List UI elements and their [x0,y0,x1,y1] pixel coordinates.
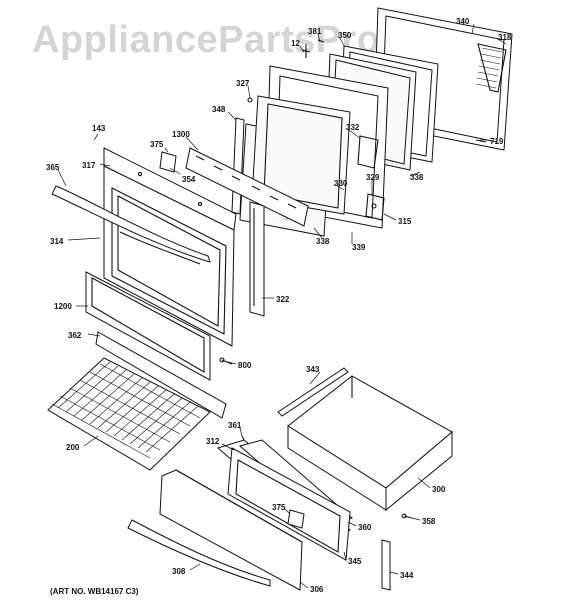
door-screw-327 [247,97,253,103]
storage-drawer [287,375,453,512]
vent-bracket [185,147,309,227]
part-labels: 143 317 365 314 375 1300 354 348 327 12 … [46,17,512,594]
label-340: 340 [456,17,470,26]
label-375-upper: 375 [150,140,164,149]
label-332: 332 [346,123,360,132]
art-number: (ART NO. WB14167 C3) [50,587,139,596]
door-screw-381 [317,39,325,43]
broiler-drawer-rail [95,331,227,419]
label-345: 345 [348,557,362,566]
label-800: 800 [238,361,252,370]
door-gasket [475,43,507,93]
label-327: 327 [236,79,250,88]
drawer-slide [381,539,391,591]
label-322: 322 [276,295,290,304]
door-glass-pack [251,95,351,215]
label-343: 343 [306,365,320,374]
label-350: 350 [338,31,352,40]
label-317: 317 [82,161,96,170]
label-312: 312 [206,437,220,446]
label-362: 362 [68,331,82,340]
main-door-window-frame [111,187,227,335]
drawer-handle [127,519,271,587]
main-door-window [117,195,221,327]
label-308: 308 [172,567,186,576]
label-329: 329 [366,173,380,182]
label-330: 330 [334,179,348,188]
label-318: 318 [498,33,512,42]
label-339: 339 [352,243,366,252]
door-screw-12 [301,44,311,58]
oven-rack [47,357,211,471]
label-348: 348 [212,105,226,114]
label-338-left: 338 [316,237,330,246]
label-315: 315 [398,217,412,226]
label-314: 314 [50,237,64,246]
label-1200: 1200 [54,302,72,311]
drawer-front-panel [159,469,303,591]
door-switch-upper [159,151,177,173]
label-1300: 1300 [172,130,190,139]
lower-trim-panel [85,271,211,381]
label-344: 344 [400,571,414,580]
drawer-rail [277,367,349,417]
upper-door-assembly [231,7,513,237]
label-375-lower: 375 [272,503,286,512]
label-12: 12 [291,39,300,48]
label-306: 306 [310,585,324,594]
door-switch-lower [287,509,305,529]
oven-side-rail [249,201,265,317]
label-365: 365 [46,163,60,172]
label-200: 200 [66,443,80,452]
door-handle-upper [51,185,211,263]
main-door-panel [103,147,237,347]
label-360: 360 [358,523,372,532]
label-354: 354 [182,175,196,184]
label-143: 143 [92,124,106,133]
label-361: 361 [228,421,242,430]
door-latch-bracket [365,193,385,221]
label-358: 358 [422,517,436,526]
leader-lines [57,23,507,589]
screw-358 [403,515,413,519]
label-338-right: 338 [410,173,424,182]
door-screw-719 [475,139,487,143]
label-719: 719 [490,137,504,146]
label-300: 300 [432,485,446,494]
main-door-outer-panel [103,165,235,347]
door-vent-cover [357,135,379,169]
latch-screw [371,203,377,209]
drawer-box-side-wall [385,430,453,512]
label-381: 381 [308,27,322,36]
